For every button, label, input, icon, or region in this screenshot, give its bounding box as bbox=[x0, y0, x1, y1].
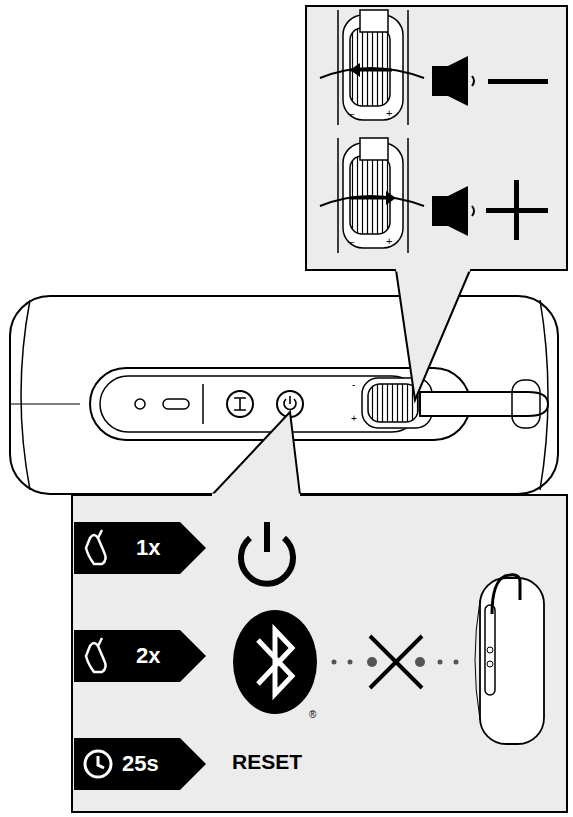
step-arrow: 1x bbox=[74, 522, 206, 574]
plus-mark: + bbox=[386, 236, 392, 247]
minus-mark: - bbox=[352, 380, 355, 390]
step-arrow: 2x bbox=[74, 630, 206, 682]
plus-mark: + bbox=[351, 414, 357, 424]
step-text: 1x bbox=[136, 535, 160, 561]
step-text: 25s bbox=[122, 751, 159, 777]
reset-label: RESET bbox=[232, 751, 302, 772]
plus-mark: + bbox=[386, 108, 392, 119]
step-text: 2x bbox=[136, 643, 160, 669]
trademark: ® bbox=[309, 710, 316, 720]
minus-mark: – bbox=[348, 236, 354, 247]
step-arrow: 25s bbox=[74, 738, 206, 790]
minus-mark: – bbox=[348, 108, 354, 119]
